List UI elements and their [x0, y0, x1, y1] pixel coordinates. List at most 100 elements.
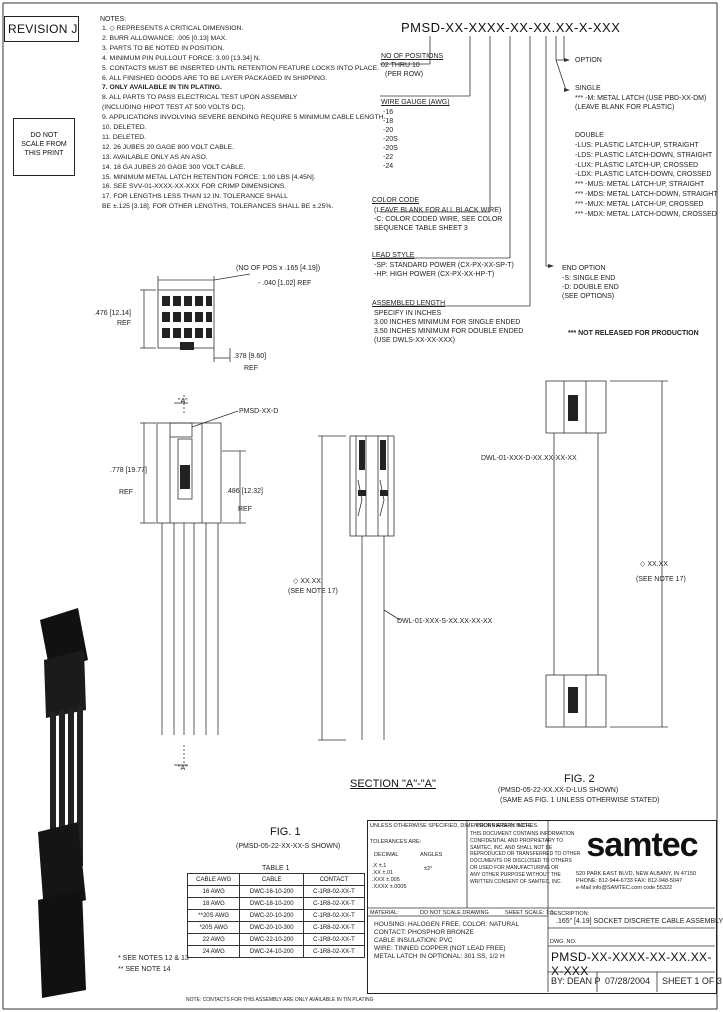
table1-cell: DWC-18-10-200 — [239, 897, 304, 910]
description-value: .165" [4.19] SOCKET DISCRETE CABLE ASSEM… — [556, 918, 723, 925]
end-option-line: -D: DOUBLE END — [562, 284, 619, 291]
dwl-single-callout: DWL-01-XXX-S-XX.XX-XX-XX — [397, 618, 493, 625]
note-line: 11. DELETED. — [102, 133, 147, 141]
note-line: (INCLUDING HIPOT TEST AT 500 VOLTS DC). — [102, 104, 246, 112]
positions-sub: (PER ROW) — [385, 71, 424, 78]
samtec-logo: samtec — [586, 826, 698, 864]
wire-gauge-item: -22 — [383, 154, 394, 161]
proprietary-line: DOCUMENTS OR DISCLOSED TO OTHERS — [470, 858, 572, 865]
do-not-scale-line: THIS PRINT — [24, 150, 64, 157]
note-line: 15. MINIMUM METAL LATCH RETENTION FORCE:… — [102, 173, 316, 181]
note-line: 1. ◇ REPRESENTS A CRITICAL DIMENSION. — [102, 25, 244, 32]
pmsd-d-callout: PMSD-XX-D — [239, 408, 279, 415]
note-line: 14. 18 GA JUBES 20 GAGE 300 VOLT CABLE. — [102, 163, 246, 171]
tolerance-angle-value: ±2° — [424, 866, 433, 872]
table1-cell: DWC-24-10-200 — [239, 945, 304, 958]
table1-cell: C-1R8-02-XX-T — [303, 885, 365, 898]
front-view-drawing — [140, 395, 246, 766]
fig1-sub: (PMSD-05-22-XX-XX-S SHOWN) — [236, 843, 341, 850]
proprietary-line: WRITTEN CONSENT OF SAMTEC, INC. — [470, 878, 562, 885]
note-line: 3. PARTS TO BE NOTED IN POSITION. — [102, 44, 225, 52]
section-a-bottom: "A" — [178, 765, 188, 772]
color-code-line: -C: COLOR CODED WIRE, SEE COLOR — [374, 216, 503, 223]
wire-gauge-item: -16 — [383, 109, 394, 116]
option-label: OPTION — [575, 57, 602, 64]
section-a-top: "A" — [178, 398, 188, 405]
dim-778-ref: REF — [119, 489, 133, 496]
table1-cell: 22 AWG — [186, 933, 241, 946]
positions-label: NO OF POSITIONS — [381, 53, 444, 60]
table1-cell: C-1R8-02-XX-T — [303, 945, 365, 958]
fig2-drawing — [545, 380, 668, 728]
proprietary-line: THIS DOCUMENT CONTAINS INFORMATION — [470, 831, 575, 837]
note-line: 4. MINIMUM PIN PULLOUT FORCE: 3.00 [13.3… — [102, 54, 261, 62]
dim-378-ref: REF — [244, 365, 258, 372]
not-released-note: *** NOT RELEASED FOR PRODUCTION — [568, 330, 699, 337]
end-option-line: -S: SINGLE END — [562, 275, 616, 282]
double-option-line: *** -MDS: METAL LATCH-DOWN, STRAIGHT — [575, 191, 718, 198]
table1-cell: DWC-16-10-200 — [239, 885, 304, 898]
material-line: CONTACT: PHOSPHOR BRONZE — [374, 929, 474, 936]
fig1-label: FIG. 1 — [270, 826, 301, 838]
note-line: 12. 26 JUBES 20 GAGE 800 VOLT CABLE. — [102, 143, 234, 151]
color-code-line: (LEAVE BLANK FOR ALL BLACK WIRE) — [374, 207, 502, 214]
note-line: 13. AVAILABLE ONLY AS AN ASO. — [102, 153, 208, 161]
note-line: BE ±.125 [3.18]. FOR OTHER LENGTHS, TOLE… — [102, 203, 334, 211]
by-label: BY: — [551, 976, 566, 986]
dim-486: .486 [12.32] — [226, 488, 263, 495]
assembled-length-label: ASSEMBLED LENGTH — [372, 300, 446, 307]
isometric-cable-image — [38, 608, 88, 998]
single-label: SINGLE — [575, 85, 601, 92]
double-option-line: -LDS: PLASTIC LATCH-DOWN, STRAIGHT — [575, 151, 713, 159]
tolerance-line: .XXX ±.005 — [372, 877, 400, 883]
pos-formula: (NO OF POS x .165 [4.19]) — [236, 265, 321, 272]
fig2-sub2: (SAME AS FIG. 1 UNLESS OTHERWISE STATED) — [500, 797, 660, 804]
proprietary-line: OR USED FOR MANUFACTURING OR — [470, 865, 559, 871]
proprietary-line: SAMTEC, INC. AND SHALL NOT BE — [470, 844, 553, 851]
table1-cell: DWC-20-10-300 — [239, 921, 304, 934]
tolerance-line: .X ±.1 — [372, 863, 387, 869]
table1-header-cell: CABLE — [239, 873, 304, 886]
table1-footnote-1: * SEE NOTES 12 & 13 — [118, 955, 189, 962]
tolerance-header: UNLESS OTHERWISE SPECIFIED, DIMENSIONS A… — [370, 823, 539, 829]
material-label: MATERIAL: — [370, 910, 399, 916]
fig2-sub: (PMSD-05-22-XX.XX-D-LUS SHOWN) — [498, 787, 619, 794]
assembled-length-line: 3.50 INCHES MINIMUM FOR DOUBLE ENDED — [374, 328, 524, 335]
assembled-length-line: (USE DWLS-XX-XX-XXX) — [374, 337, 455, 344]
table1-cell: 18 AWG — [186, 897, 241, 910]
single-option-line: *** -M: METAL LATCH (USE PBD-XX-DM) — [575, 95, 707, 102]
fig2-see-note: (SEE NOTE 17) — [636, 576, 686, 583]
double-option-line: -LUX: PLASTIC LATCH-UP, CROSSED — [575, 161, 699, 169]
lead-style-label: LEAD STYLE — [372, 252, 415, 259]
material-line: CABLE INSULATION: PVC — [374, 937, 453, 944]
fig1-length-dim: ◇ XX.XX — [293, 578, 321, 585]
wire-gauge-item: -20 — [383, 127, 394, 134]
end-option-label: END OPTION — [562, 265, 606, 272]
sheet-scale: SHEET SCALE: 1:1 — [505, 910, 554, 916]
section-aa-label: SECTION "A"-"A" — [350, 778, 436, 790]
dwg-no-label: DWG. NO. — [550, 939, 577, 945]
by-value: DEAN P — [567, 976, 601, 986]
part-number-header: PMSD-XX-XXXX-XX-XX.XX-X-XXX — [401, 20, 621, 35]
table1-cell: *20S AWG — [186, 921, 241, 934]
bottom-note: NOTE: CONTACTS FOR THIS ASSEMBLY ARE ONL… — [186, 997, 374, 1003]
double-option-line: -LUS: PLASTIC LATCH-UP, STRAIGHT — [575, 142, 699, 149]
sheet-number: SHEET 1 OF 3 — [662, 976, 722, 986]
proprietary-line: REPRODUCED OR TRANSFERRED TO OTHER — [470, 851, 581, 858]
note-line: 10. DELETED. — [102, 124, 147, 131]
dim-778: .778 [19.77] — [110, 467, 147, 474]
note-line: 9. APPLICATIONS INVOLVING SEVERE BENDING… — [102, 114, 386, 122]
note-line: 8. ALL PARTS TO PASS ELECTRICAL TEST UPO… — [102, 94, 298, 102]
table1-cell: C-1R8-02-XX-T — [303, 921, 365, 934]
double-option-line: *** -MDX: METAL LATCH-DOWN, CROSSED — [575, 210, 717, 218]
table1-cell: **20S AWG — [186, 909, 241, 922]
proprietary-line: ANY OTHER PURPOSE WITHOUT THE — [470, 871, 561, 878]
note-line: 6. ALL FINISHED GOODS ARE TO BE LAYER PA… — [102, 74, 328, 82]
wire-gauge-label: WIRE GAUGE (AWG) — [381, 99, 450, 106]
